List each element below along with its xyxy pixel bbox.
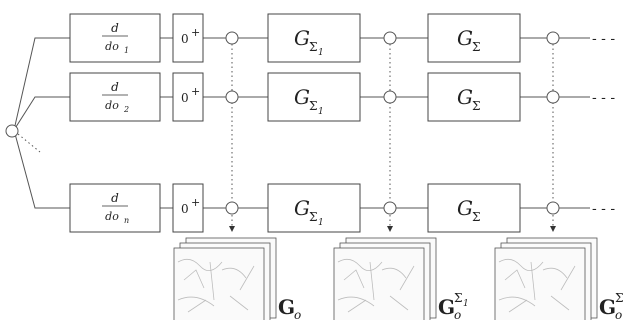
g-sigma-box-row-2: G Σ [427,72,521,122]
output-stack-2: G o Σ 1 [333,237,469,320]
row-wires [70,37,590,209]
g-sigma-base: G [457,26,473,50]
derivative-denominator: do [105,99,119,112]
continuation-row-2: - - - [592,90,615,106]
rectifier-plus: + [191,196,200,209]
g-sigma-1-box-row-2: G Σ 1 [267,72,361,122]
rectifier-box-1: 0 + [172,13,204,63]
derivative-numerator: d [111,191,119,205]
output-label-sup-index: 1 [463,299,469,309]
g-sigma-1-base: G [294,85,310,109]
g-sigma-1-base: G [294,26,310,50]
derivative-box-2: d do 2 [69,72,161,122]
g-sigma-1-index: 1 [318,48,324,58]
input-fanout [5,37,70,209]
derivative-box-1: d do 1 [69,13,161,63]
output-label-sup: Σ [454,291,462,305]
tap-lines [229,44,556,232]
continuation-row-1: - - - [592,31,615,47]
continuation-row-n: - - - [592,201,615,217]
output-label-base: G [278,295,295,319]
output-label-sub: o [615,308,622,320]
output-label-base: G [438,295,455,319]
g-sigma-1-index: 1 [318,218,324,228]
g-sigma-sigma: Σ [472,210,480,224]
derivative-subscript: n [124,216,129,225]
g-sigma-1-sigma: Σ [309,210,317,224]
derivative-denominator: do [105,210,119,223]
g-sigma-sigma: Σ [472,40,480,54]
derivative-denominator: do [105,40,119,53]
rectifier-zero: 0 [181,32,189,46]
g-sigma-box-row-1: G Σ [427,13,521,63]
g-sigma-box-row-n: G Σ [427,183,521,233]
output-label-sub: o [454,308,461,320]
output-stack-3: G o Σ [494,237,623,320]
output-label-base: G [599,295,616,319]
tap-arrow-3 [550,226,556,232]
continuation-marks: - - - - - - - - - [592,31,615,217]
g-sigma-1-sigma: Σ [309,40,317,54]
output-label-sup: Σ [615,291,623,305]
rectifier-box-n: 0 + [172,183,204,233]
g-sigma-1-index: 1 [318,107,324,117]
g-sigma-base: G [457,85,473,109]
derivative-numerator: d [111,21,119,35]
derivative-numerator: d [111,80,119,94]
g-sigma-1-base: G [294,196,310,220]
input-node [5,124,19,138]
g-sigma-base: G [457,196,473,220]
rectifier-zero: 0 [181,202,189,216]
tap-arrow-2 [387,226,393,232]
rectifier-zero: 0 [181,91,189,105]
output-label-sub: o [294,308,301,320]
g-sigma-sigma: Σ [472,99,480,113]
g-sigma-1-box-row-1: G Σ 1 [267,13,361,63]
output-stack-1: G o [173,237,301,320]
junctions [225,31,560,215]
rectifier-box-2: 0 + [172,72,204,122]
g-sigma-1-box-row-n: G Σ 1 [267,183,361,233]
rectifier-plus: + [191,85,200,98]
rectifier-plus: + [191,26,200,39]
derivative-subscript: 1 [124,46,129,55]
derivative-subscript: 2 [123,105,129,114]
g-sigma-1-sigma: Σ [309,99,317,113]
tap-arrow-1 [229,226,235,232]
derivative-box-n: d do n [69,183,161,233]
